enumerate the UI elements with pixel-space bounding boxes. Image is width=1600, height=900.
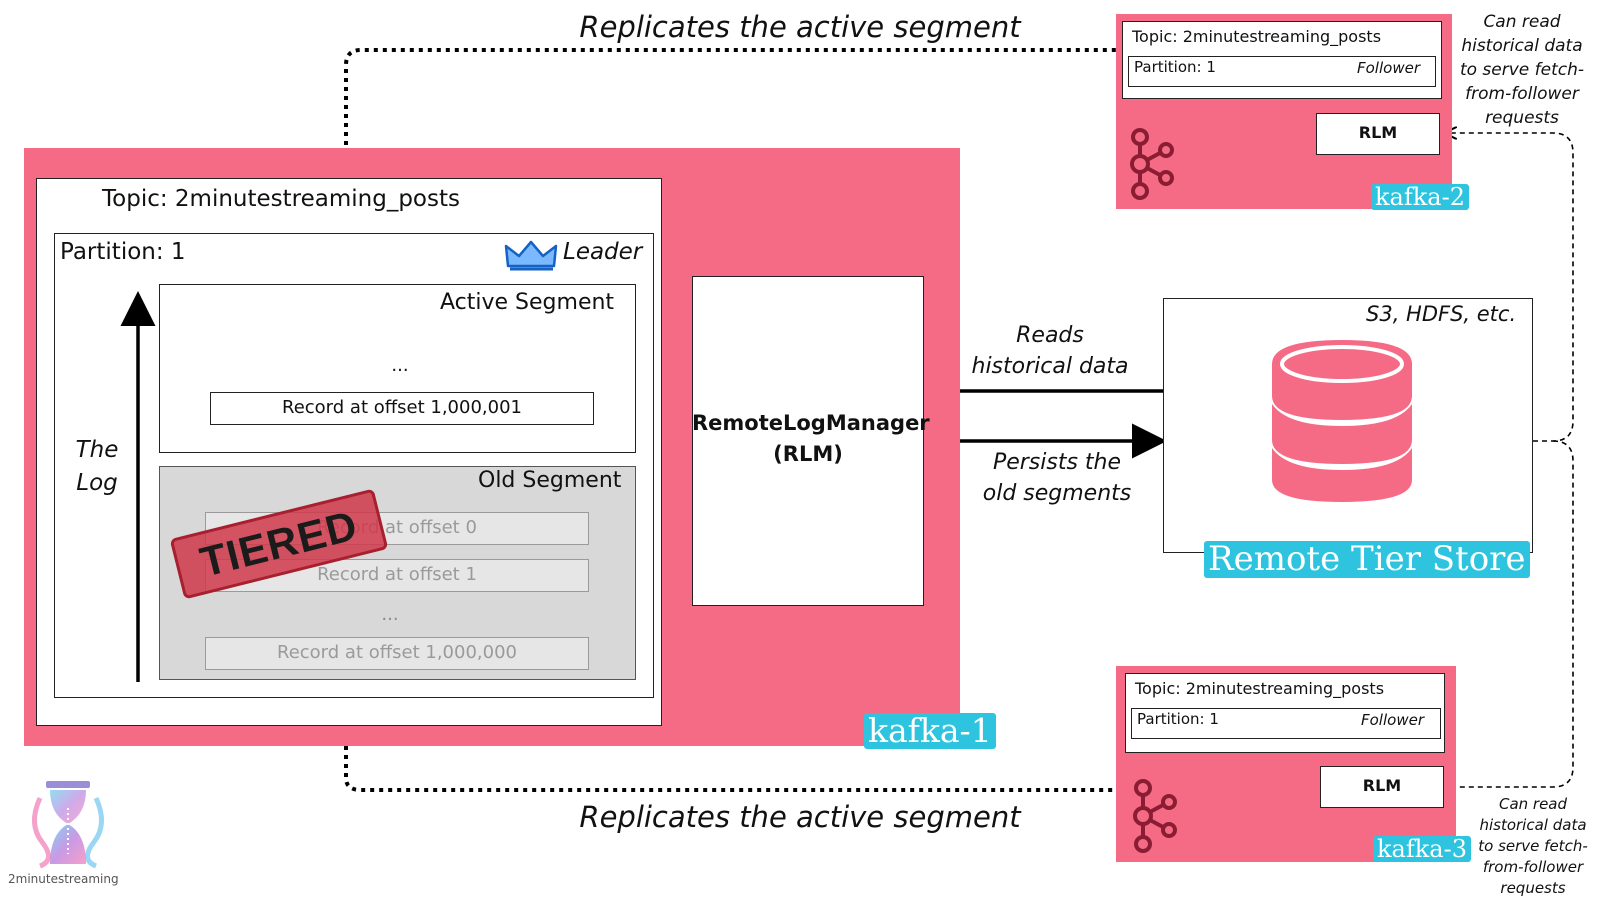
- database-icon: [1267, 336, 1417, 506]
- partition-label: Partition: 1: [60, 239, 186, 265]
- kafka3-note-line: requests: [1500, 879, 1566, 897]
- kafka2-partition-label: Partition: 1: [1134, 58, 1216, 76]
- kafka3-note-line: Can read: [1498, 795, 1568, 813]
- persists-label-1: Persists the: [992, 450, 1122, 475]
- kafka3-partition-label: Partition: 1: [1137, 710, 1219, 728]
- log-label-the: The: [75, 437, 119, 463]
- kafka3-note: Can read historical data to serve fetch-…: [1466, 794, 1600, 899]
- kafka2-note-line: from-follower: [1465, 84, 1579, 104]
- kafka3-partition-panel: [1131, 708, 1441, 739]
- leader-label: Leader: [563, 239, 643, 265]
- kafka2-note: Can read historical data to serve fetch-…: [1448, 10, 1596, 130]
- remote-store-note: S3, HDFS, etc.: [1366, 302, 1517, 326]
- broker-label-kafka-2: kafka-2: [1371, 184, 1469, 210]
- kafka3-note-line: to serve fetch-: [1478, 837, 1588, 855]
- rlm-box: [692, 276, 924, 606]
- log-label-log: Log: [76, 470, 118, 496]
- kafka3-note-line: historical data: [1479, 816, 1587, 834]
- old-segment-title: Old Segment: [478, 468, 622, 493]
- kafka2-kafka-icon: [1128, 126, 1178, 202]
- rlm-title: RemoteLogManager: [692, 411, 930, 435]
- topic-title: Topic: 2minutestreaming_posts: [102, 186, 460, 212]
- active-record: Record at offset 1,000,001: [210, 392, 594, 425]
- old-segment-ellipsis: ...: [381, 604, 399, 625]
- kafka3-kafka-icon: [1131, 777, 1181, 855]
- kafka2-note-line: to serve fetch-: [1459, 60, 1585, 80]
- active-segment-title: Active Segment: [440, 290, 615, 315]
- active-segment-ellipsis: ...: [391, 355, 409, 376]
- persists-label-2: old segments: [982, 481, 1132, 506]
- kafka3-role-label: Follower: [1361, 711, 1424, 729]
- remote-store-label: Remote Tier Store: [1204, 540, 1530, 579]
- kafka2-note-line: historical data: [1461, 36, 1583, 56]
- crown-icon: [504, 238, 559, 272]
- logo-text: 2minutestreaming: [8, 872, 119, 886]
- replicate-bottom-label: Replicates the active segment: [579, 800, 1021, 834]
- store-to-kafka2-rlm-connector: [1446, 133, 1574, 442]
- kafka2-rlm-box: RLM: [1316, 113, 1440, 155]
- kafka2-role-label: Follower: [1357, 59, 1420, 77]
- kafka2-note-line: Can read: [1483, 12, 1561, 32]
- kafka2-partition-panel: [1128, 56, 1436, 87]
- kafka3-topic-title: Topic: 2minutestreaming_posts: [1135, 679, 1385, 698]
- kafka2-note-line: requests: [1485, 108, 1559, 128]
- broker-label-kafka-3: kafka-3: [1373, 836, 1471, 862]
- old-record-last: Record at offset 1,000,000: [205, 637, 589, 670]
- kafka3-note-line: from-follower: [1482, 858, 1584, 876]
- replicate-top-connector: [344, 48, 1116, 172]
- store-to-kafka3-rlm-connector: [1452, 440, 1574, 788]
- broker-label-kafka-1: kafka-1: [864, 712, 996, 750]
- reads-label-2: historical data: [971, 354, 1129, 379]
- reads-label-1: Reads: [1016, 323, 1084, 348]
- kafka2-topic-title: Topic: 2minutestreaming_posts: [1132, 27, 1382, 46]
- hourglass-logo-icon: [22, 778, 114, 870]
- replicate-top-label: Replicates the active segment: [579, 10, 1021, 44]
- rlm-abbrev: (RLM): [773, 442, 843, 466]
- kafka3-rlm-box: RLM: [1320, 766, 1444, 808]
